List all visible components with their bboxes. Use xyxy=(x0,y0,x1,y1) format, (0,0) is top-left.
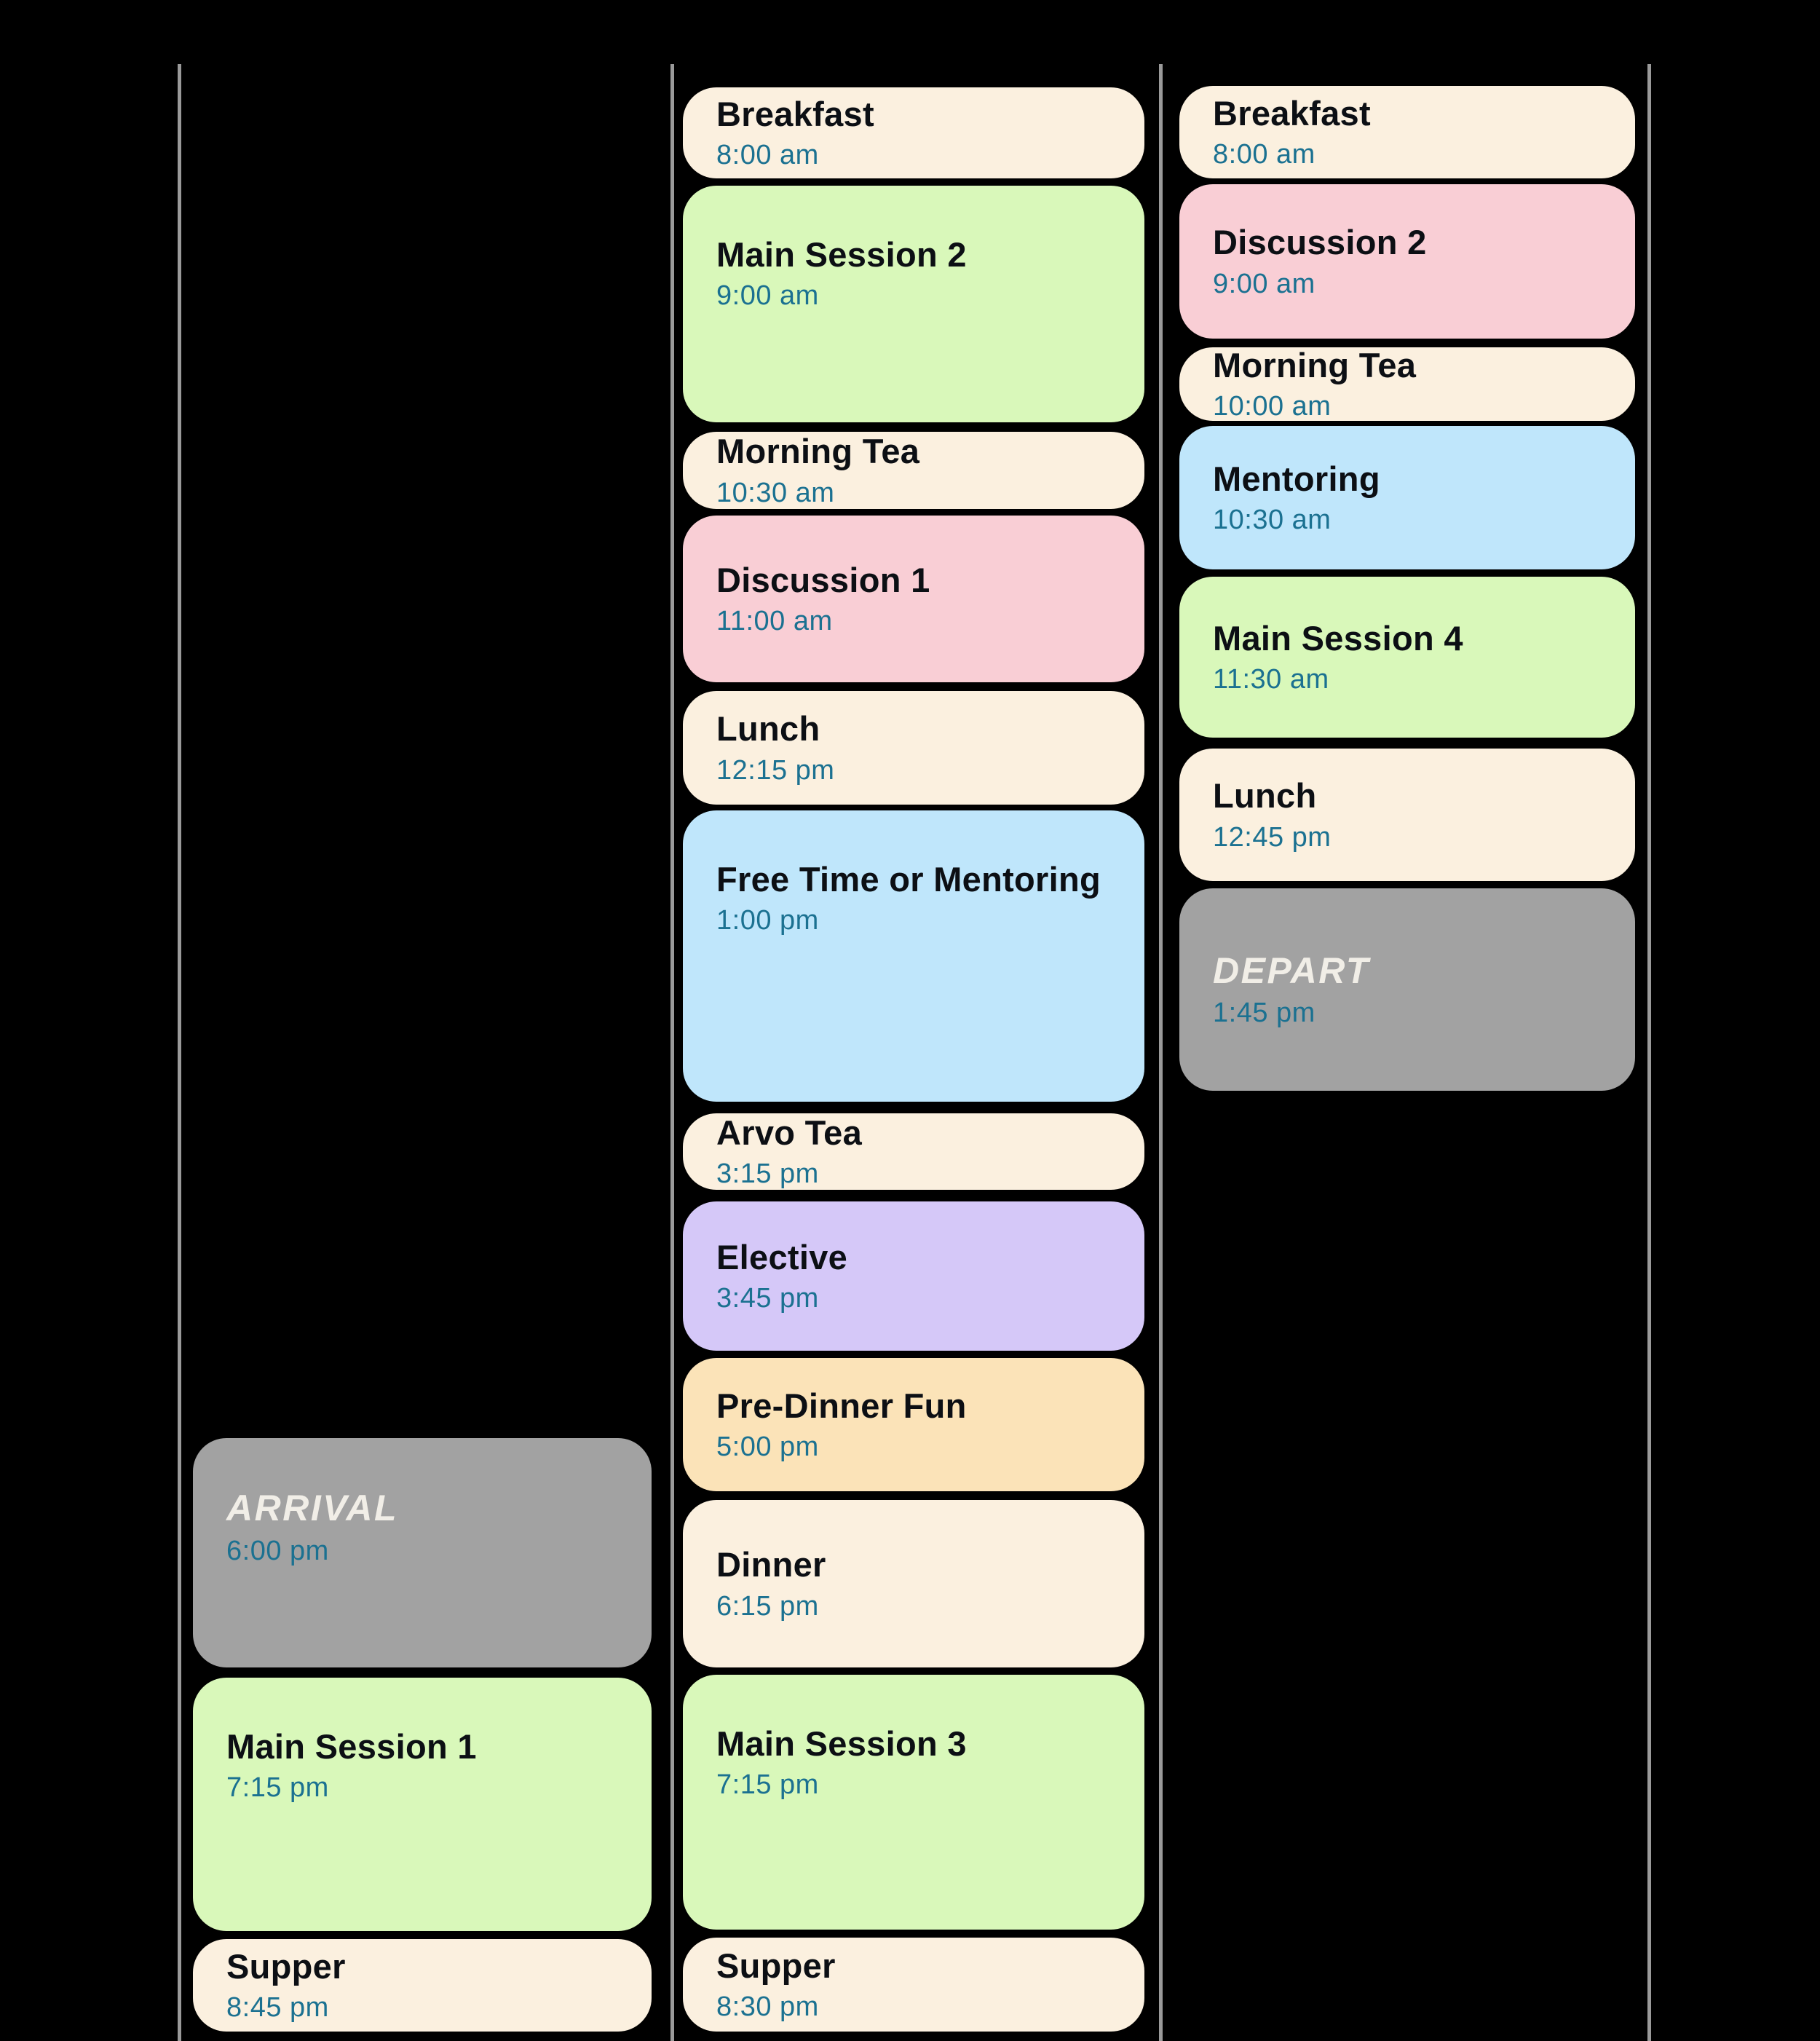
event-card-discussion-1-column-2: Discussion 1 11:00 am xyxy=(683,516,1144,682)
event-card-main-session-1-column-1: Main Session 1 7:15 pm xyxy=(193,1678,652,1931)
event-card-elective-column-2: Elective 3:45 pm xyxy=(683,1201,1144,1351)
event-time: 6:15 pm xyxy=(716,1590,819,1622)
event-card-main-session-3-column-2: Main Session 3 7:15 pm xyxy=(683,1675,1144,1930)
event-time: 1:00 pm xyxy=(716,905,819,936)
event-card-dinner-column-2: Dinner 6:15 pm xyxy=(683,1500,1144,1667)
event-card-mentoring-column-3: Mentoring 10:30 am xyxy=(1179,426,1635,569)
schedule-column-3: Breakfast 8:00 am Discussion 2 9:00 am Morni… xyxy=(1179,0,1635,2041)
event-title: Breakfast xyxy=(1213,93,1371,133)
event-time: 8:00 am xyxy=(1213,139,1315,170)
event-time: 12:15 pm xyxy=(716,754,835,786)
event-title: Main Session 3 xyxy=(716,1724,967,1763)
event-title: Morning Tea xyxy=(716,432,920,471)
event-time: 5:00 pm xyxy=(716,1432,819,1463)
event-card-depart-column-3: DEPART 1:45 pm xyxy=(1179,888,1635,1091)
event-time: 10:30 am xyxy=(1213,505,1332,536)
event-title: Supper xyxy=(226,1946,346,1986)
event-time: 8:00 am xyxy=(716,140,819,171)
event-card-discussion-2-column-3: Discussion 2 9:00 am xyxy=(1179,184,1635,339)
event-time: 3:15 pm xyxy=(716,1158,819,1190)
column-divider-2 xyxy=(670,64,674,2041)
event-time: 11:00 am xyxy=(716,606,833,637)
event-title: Lunch xyxy=(1213,776,1317,816)
event-title: Main Session 1 xyxy=(226,1727,477,1766)
event-card-morning-tea-column-3: Morning Tea 10:00 am xyxy=(1179,345,1635,422)
event-title: ARRIVAL xyxy=(226,1488,399,1528)
event-time: 9:00 am xyxy=(1213,268,1315,299)
event-time: 1:45 pm xyxy=(1213,998,1315,1029)
event-card-arvo-tea-column-2: Arvo Tea 3:15 pm xyxy=(683,1113,1144,1190)
event-card-supper-column-1: Supper 8:45 pm xyxy=(193,1939,652,2032)
event-card-morning-tea-column-2: Morning Tea 10:30 am xyxy=(683,432,1144,509)
event-time: 11:30 am xyxy=(1213,664,1329,695)
event-title: Free Time or Mentoring xyxy=(716,860,1101,899)
event-title: Dinner xyxy=(716,1545,826,1584)
event-card-lunch-column-2: Lunch 12:15 pm xyxy=(683,691,1144,805)
event-title: Supper xyxy=(716,1946,836,1985)
column-divider-3 xyxy=(1159,64,1163,2041)
event-card-main-session-4-column-3: Main Session 4 11:30 am xyxy=(1179,577,1635,738)
event-title: Elective xyxy=(716,1237,848,1276)
event-card-supper-column-2: Supper 8:30 pm xyxy=(683,1938,1144,2032)
event-title: Morning Tea xyxy=(1213,345,1417,384)
event-card-free-time-or-mentoring-column-2: Free Time or Mentoring 1:00 pm xyxy=(683,810,1144,1102)
event-time: 7:15 pm xyxy=(226,1772,329,1804)
column-divider-4 xyxy=(1647,64,1651,2041)
event-time: 10:00 am xyxy=(1213,391,1332,422)
event-time: 3:45 pm xyxy=(716,1283,819,1314)
event-title: Discussion 1 xyxy=(716,560,930,599)
schedule-column-1: ARRIVAL 6:00 pm Main Session 1 7:15 pm Suppe… xyxy=(193,0,652,2041)
event-title: Main Session 4 xyxy=(1213,618,1463,658)
event-card-arrival-column-1: ARRIVAL 6:00 pm xyxy=(193,1438,652,1667)
event-title: Breakfast xyxy=(716,94,874,133)
schedule-column-2: Breakfast 8:00 am Main Session 2 9:00 am Mor… xyxy=(683,0,1144,2041)
event-time: 7:15 pm xyxy=(716,1769,819,1801)
event-title: Main Session 2 xyxy=(716,235,967,274)
event-title: Mentoring xyxy=(1213,459,1380,498)
event-card-lunch-column-3: Lunch 12:45 pm xyxy=(1179,749,1635,881)
event-card-breakfast-column-3: Breakfast 8:00 am xyxy=(1179,86,1635,178)
event-card-breakfast-column-2: Breakfast 8:00 am xyxy=(683,87,1144,178)
event-time: 6:00 pm xyxy=(226,1535,329,1566)
column-divider-1 xyxy=(178,64,181,2041)
event-title: Pre-Dinner Fun xyxy=(716,1386,967,1425)
event-card-pre-dinner-fun-column-2: Pre-Dinner Fun 5:00 pm xyxy=(683,1358,1144,1491)
event-title: Lunch xyxy=(716,709,820,749)
event-title: DEPART xyxy=(1213,950,1370,991)
event-card-main-session-2-column-2: Main Session 2 9:00 am xyxy=(683,186,1144,422)
event-time: 9:00 am xyxy=(716,280,819,312)
event-title: Discussion 2 xyxy=(1213,223,1427,262)
event-time: 12:45 pm xyxy=(1213,821,1332,853)
event-time: 10:30 am xyxy=(716,477,835,508)
event-time: 8:30 pm xyxy=(716,1991,819,2023)
event-title: Arvo Tea xyxy=(716,1113,863,1152)
event-time: 8:45 pm xyxy=(226,1992,329,2024)
